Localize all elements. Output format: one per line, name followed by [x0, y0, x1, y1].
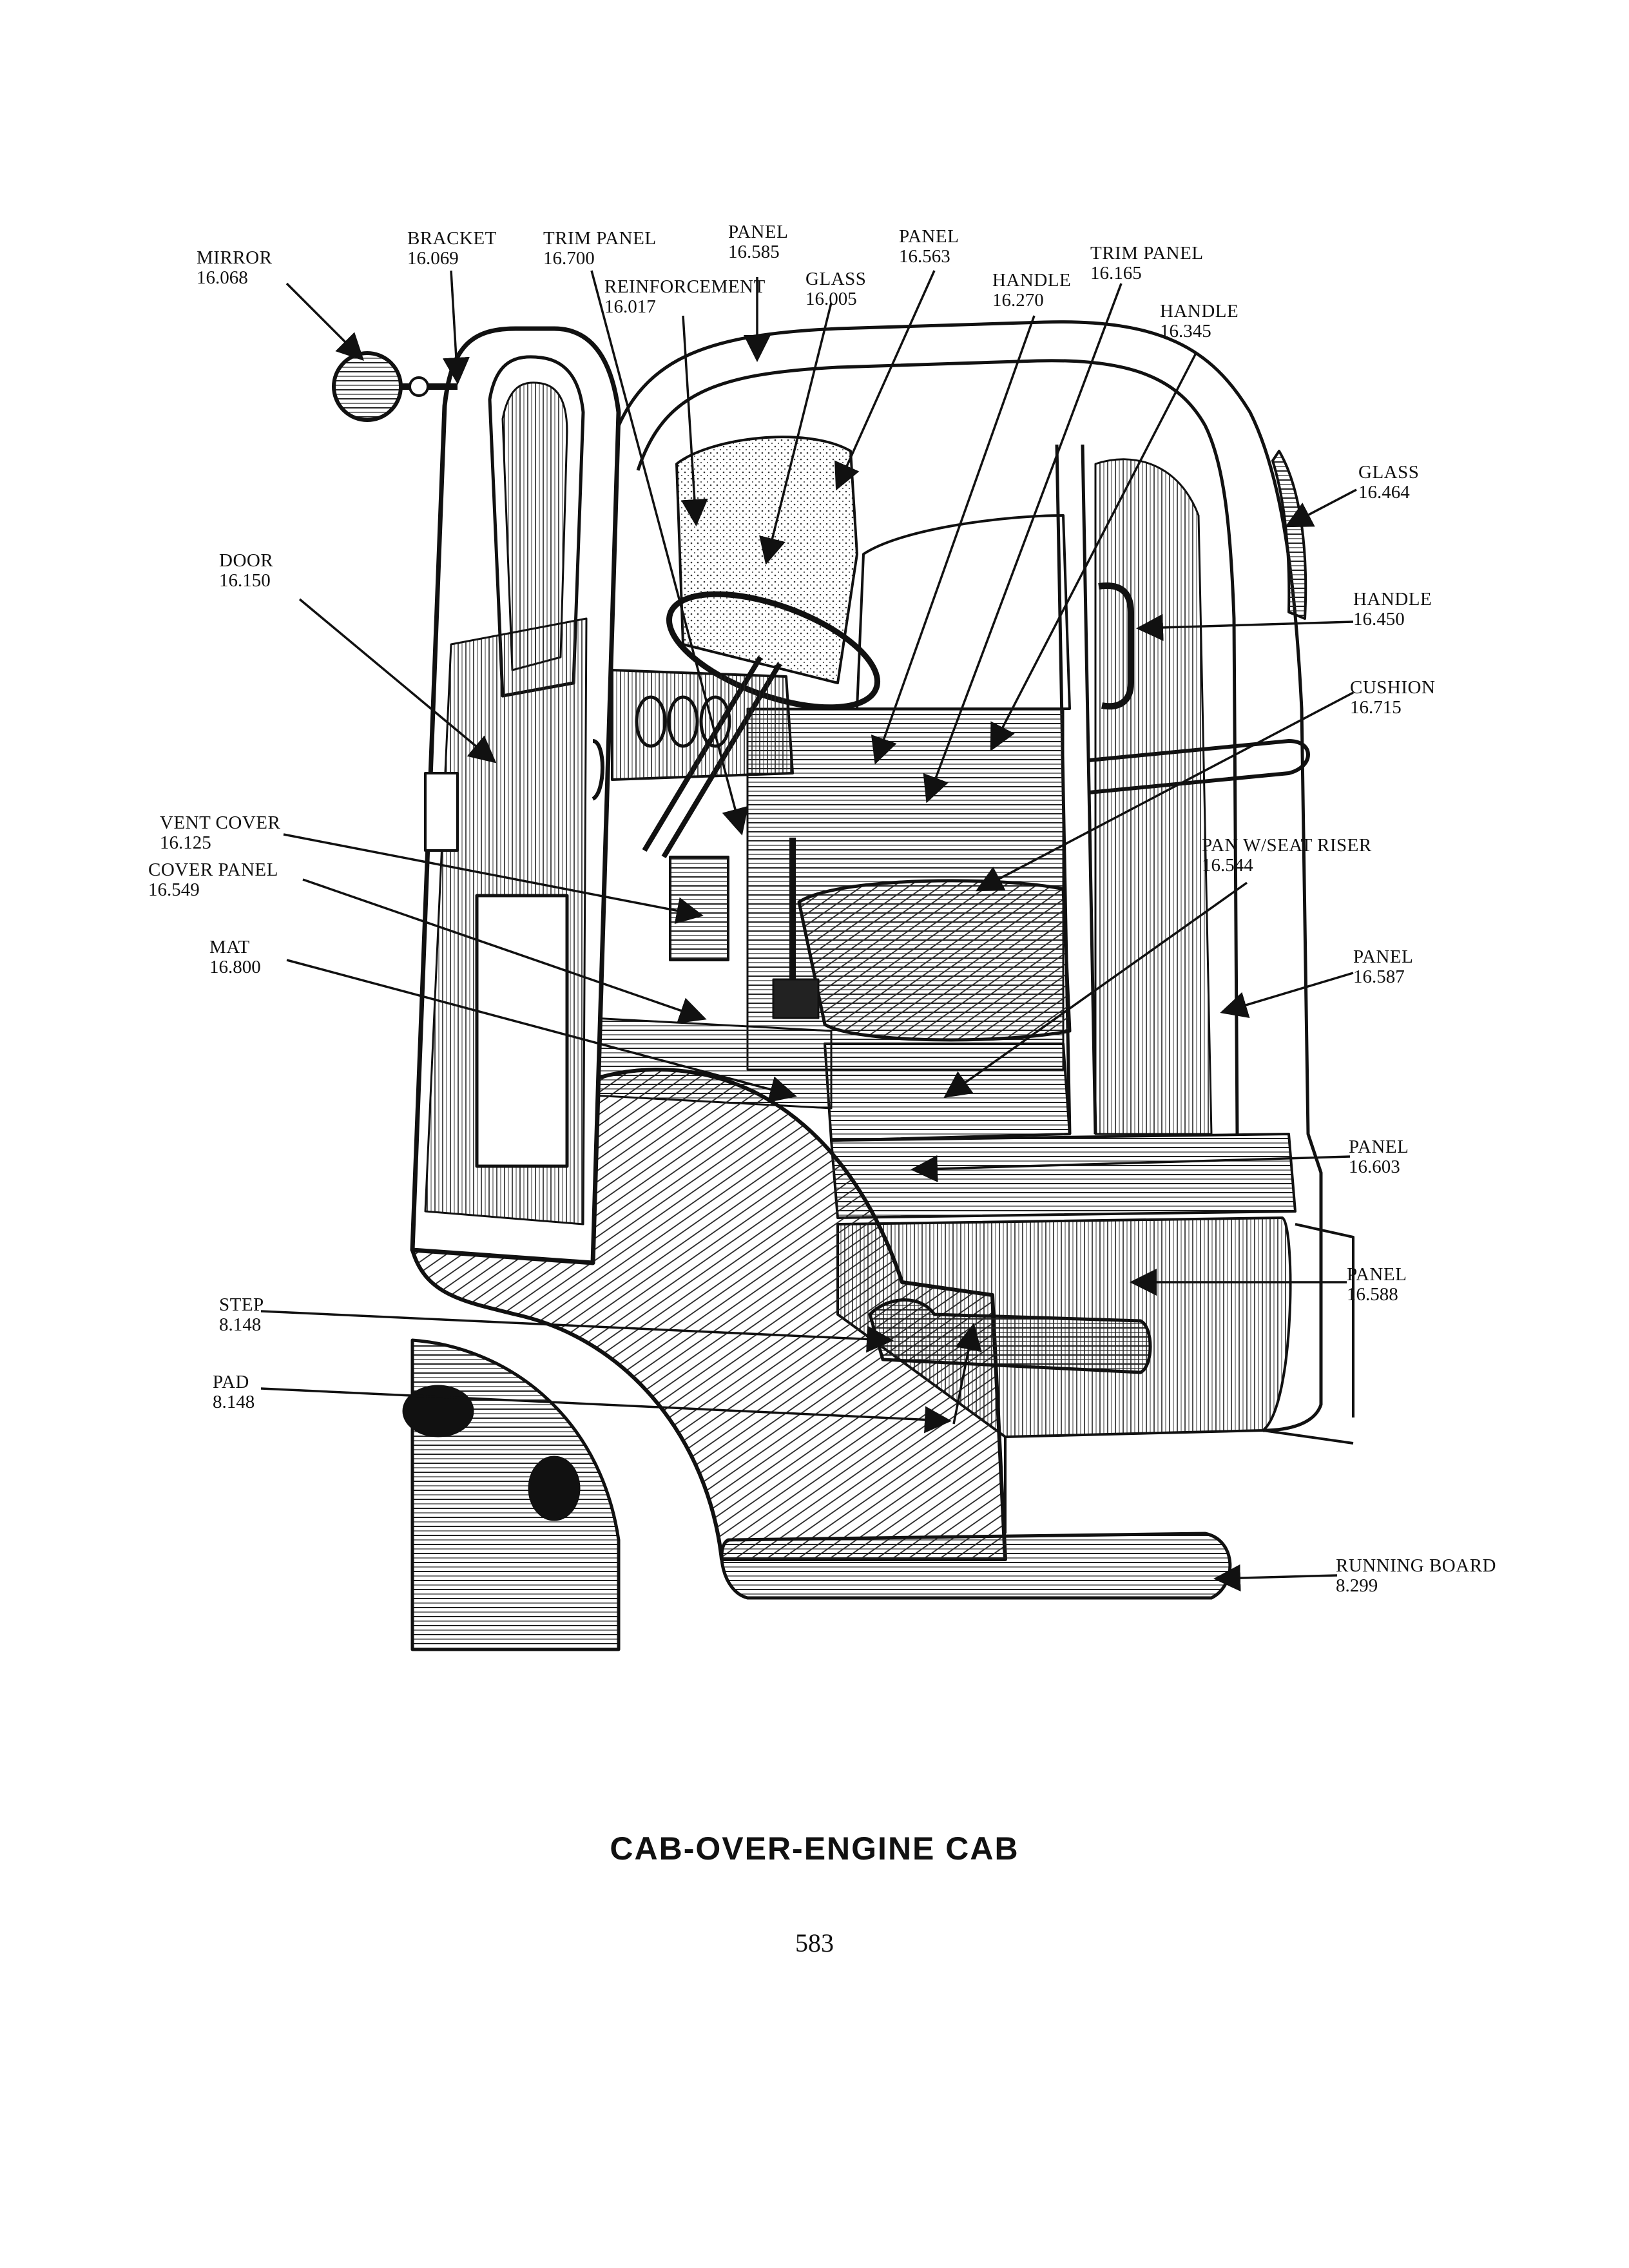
- vent-cover-shape: [669, 856, 729, 961]
- leader-cover-panel: [302, 878, 707, 1024]
- leader-trim-panel-b: [923, 283, 1123, 803]
- wheel-hole-2: [528, 1456, 581, 1521]
- grab-rail: [1088, 739, 1310, 794]
- rear-handle: [1098, 582, 1134, 710]
- leader-step: [260, 1310, 894, 1353]
- mirror-head: [332, 351, 403, 422]
- leader-door: [298, 598, 497, 764]
- seat-cushion: [797, 879, 1072, 1042]
- leader-pad: [260, 1387, 952, 1434]
- right-window: [856, 514, 1071, 710]
- figure-caption: CAB-OVER-ENGINE CAB: [610, 1831, 1019, 1867]
- page-number: 583: [795, 1928, 834, 1957]
- leader-mat: [286, 959, 797, 1103]
- leader-reinforcement: [680, 315, 708, 526]
- leader-step-up: [952, 1323, 982, 1425]
- leader-lines: [260, 270, 1357, 1592]
- leader-running-board: [1213, 1564, 1338, 1592]
- leader-handle-450: [1136, 613, 1354, 641]
- running-board-shape: [720, 1532, 1232, 1600]
- leader-panel-563: [834, 270, 936, 491]
- leader-handle-270: [871, 315, 1036, 765]
- cab-body: [592, 320, 1354, 1438]
- lower-panel-603: [830, 1133, 1296, 1219]
- step-shape: [868, 1298, 1152, 1374]
- seat-riser: [824, 1043, 1071, 1142]
- leader-panel-587: [1220, 972, 1354, 1019]
- roof-outline: [604, 320, 1323, 1432]
- wheel-hole-1: [402, 1385, 474, 1437]
- door-glass: [501, 381, 568, 671]
- leader-vent-cover: [283, 833, 704, 924]
- leader-panel-603: [911, 1155, 1351, 1182]
- leader-mirror: [285, 282, 364, 361]
- leader-trim-panel-a: [590, 270, 749, 836]
- open-door: [332, 326, 621, 1265]
- rear-glass: [1271, 450, 1307, 620]
- door-inner-handle: [592, 739, 604, 801]
- door-hinge: [424, 772, 459, 852]
- leader-glass-464: [1284, 488, 1357, 528]
- roof-inner: [636, 359, 1239, 1135]
- door-window-frame: [488, 355, 585, 698]
- leader-handle-345: [990, 354, 1197, 752]
- leader-bracket: [442, 270, 470, 385]
- leader-pan-seat-riser: [943, 881, 1248, 1099]
- leader-cushion: [975, 691, 1354, 892]
- leader-glass-005: [759, 302, 833, 565]
